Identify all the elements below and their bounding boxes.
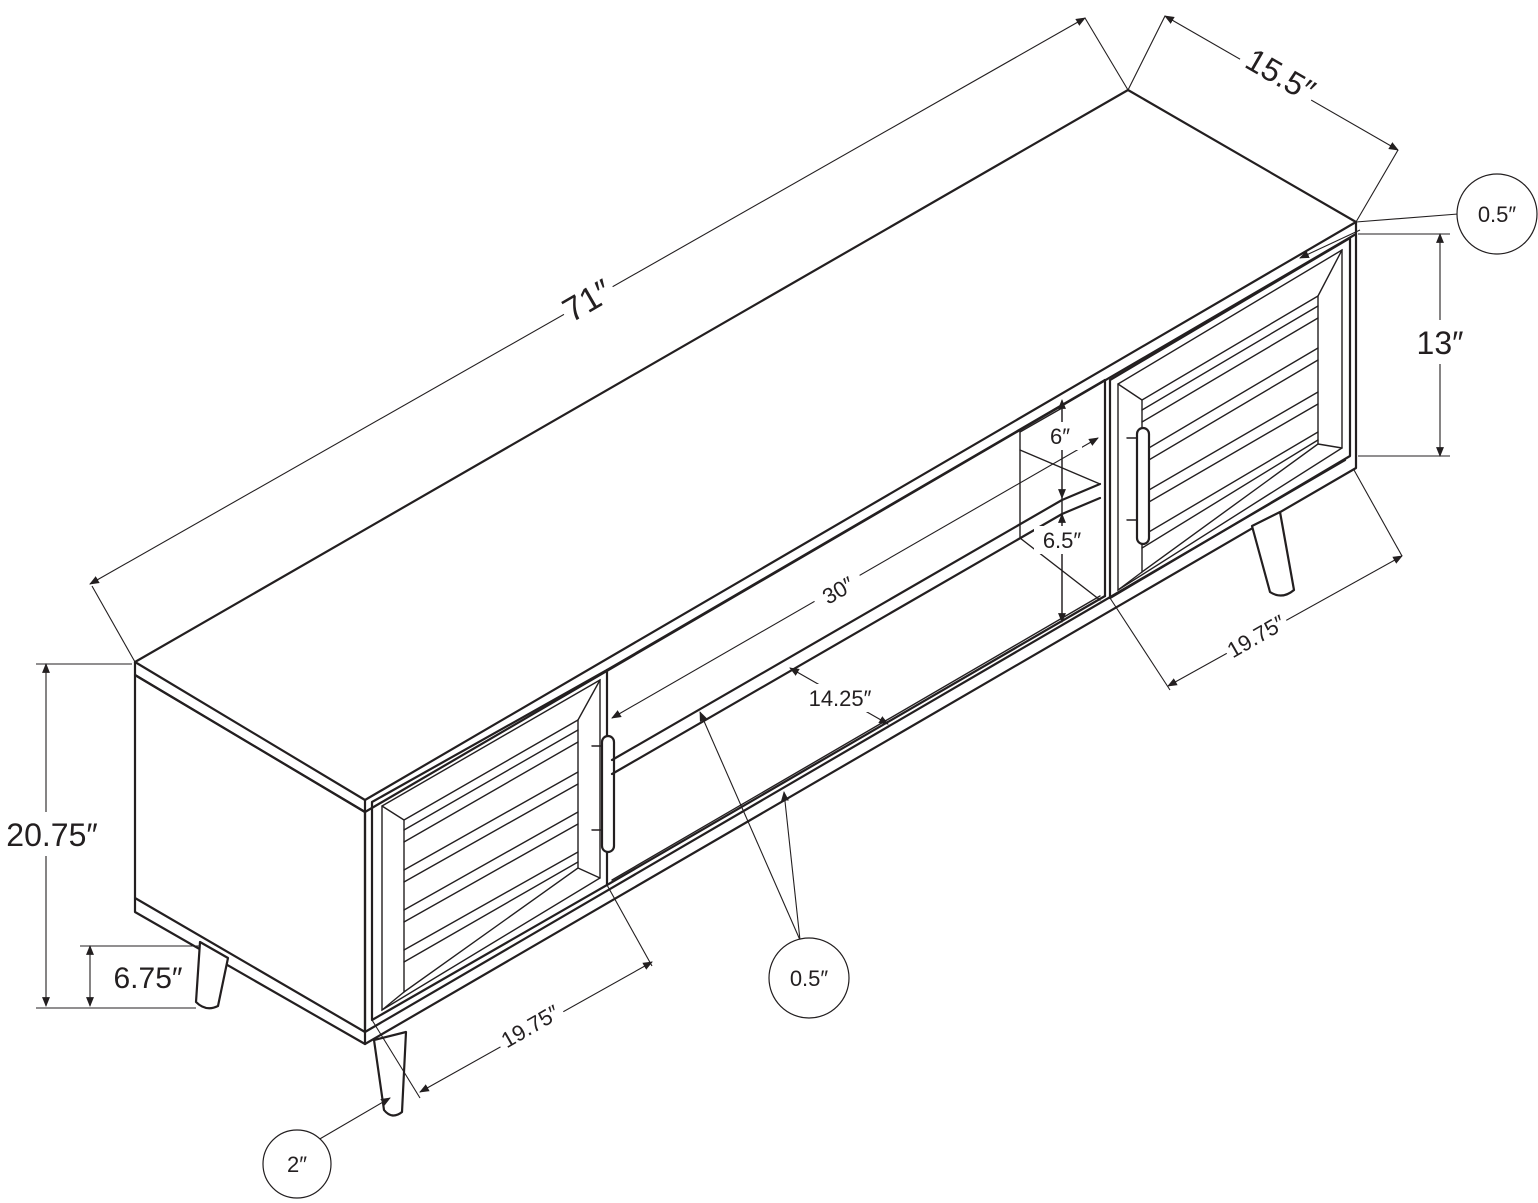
leg-front-left [372, 1030, 408, 1117]
label-leg-height: 6.75″ [113, 962, 182, 995]
labels: 71″ 15.5″ 0.5″ 13″ 19.75″ 6″ 6.5″ 30″ 14… [0, 37, 1516, 1177]
left-door [370, 668, 609, 1022]
left-door-handle [591, 734, 616, 854]
label-depth: 15.5″ [1240, 41, 1322, 109]
label-lower-opening: 6.5″ [1043, 528, 1082, 553]
callout-leg-diameter [262, 1129, 332, 1199]
tv-stand [133, 88, 1358, 1117]
callouts [262, 173, 1538, 1199]
label-right-door-width: 19.75″ [1223, 610, 1290, 663]
label-leg-diameter: 2″ [287, 1152, 307, 1177]
label-cabinet-height: 13″ [1417, 325, 1464, 361]
label-shelf-thickness: 0.5″ [790, 966, 829, 991]
right-door [1108, 236, 1352, 600]
leg-back-left [194, 940, 230, 1010]
label-left-door-width: 19.75″ [497, 1000, 564, 1053]
label-open-shelf-depth: 14.25″ [809, 686, 872, 711]
front-face [363, 232, 1358, 1046]
leg-front-right [1250, 510, 1296, 597]
label-total-height: 20.75″ [6, 817, 97, 853]
label-top-thickness: 0.5″ [1478, 202, 1517, 227]
open-shelf [605, 378, 1107, 887]
right-door-handle [1126, 426, 1151, 546]
callout-shelf-thickness [768, 937, 850, 1019]
label-upper-opening: 6″ [1050, 424, 1070, 449]
callout-top-thickness [1456, 173, 1538, 255]
